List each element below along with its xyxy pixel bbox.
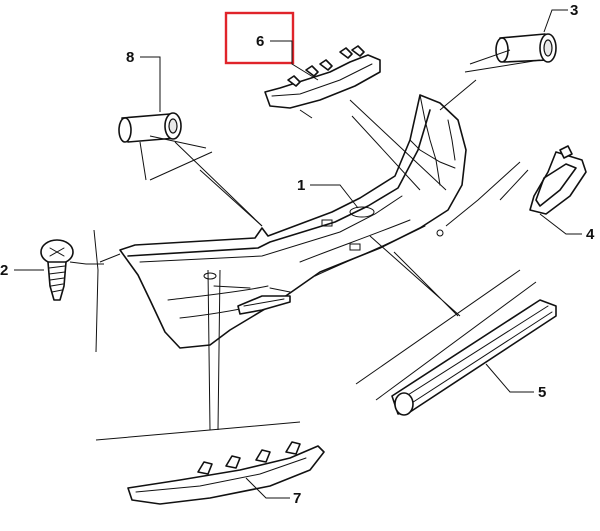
side-trim-strip-part[interactable] (391, 299, 557, 416)
callout-5-label: 5 (538, 384, 546, 401)
callout-1-label: 1 (297, 177, 305, 194)
lower-trim-part[interactable] (127, 441, 325, 505)
callout-3[interactable]: 3 (543, 2, 578, 33)
callout-6-highlight-box (224, 11, 295, 65)
lamp-bezel-part[interactable] (529, 145, 587, 215)
callout-7[interactable]: 7 (245, 477, 301, 507)
callout-7-label: 7 (293, 490, 301, 507)
callout-4-label: 4 (586, 226, 595, 243)
callout-6-label: 6 (256, 33, 264, 50)
callout-1[interactable]: 1 (297, 177, 359, 209)
rear-bumper[interactable] (119, 94, 467, 349)
callout-6[interactable]: 6 (224, 11, 319, 81)
callout-8-label: 8 (126, 49, 134, 66)
callout-5[interactable]: 5 (485, 363, 546, 401)
insert-nut-right-part[interactable] (495, 33, 557, 63)
insert-nut-left-part[interactable] (118, 112, 182, 143)
assembly-lines (69, 49, 541, 441)
screw-part[interactable] (40, 239, 74, 301)
callout-3-label: 3 (570, 2, 578, 19)
callout-8[interactable]: 8 (126, 49, 161, 112)
callout-2-label: 2 (0, 262, 8, 279)
center-trim-part[interactable] (264, 45, 381, 109)
callout-2[interactable]: 2 (0, 262, 44, 279)
callout-4[interactable]: 4 (539, 213, 595, 243)
